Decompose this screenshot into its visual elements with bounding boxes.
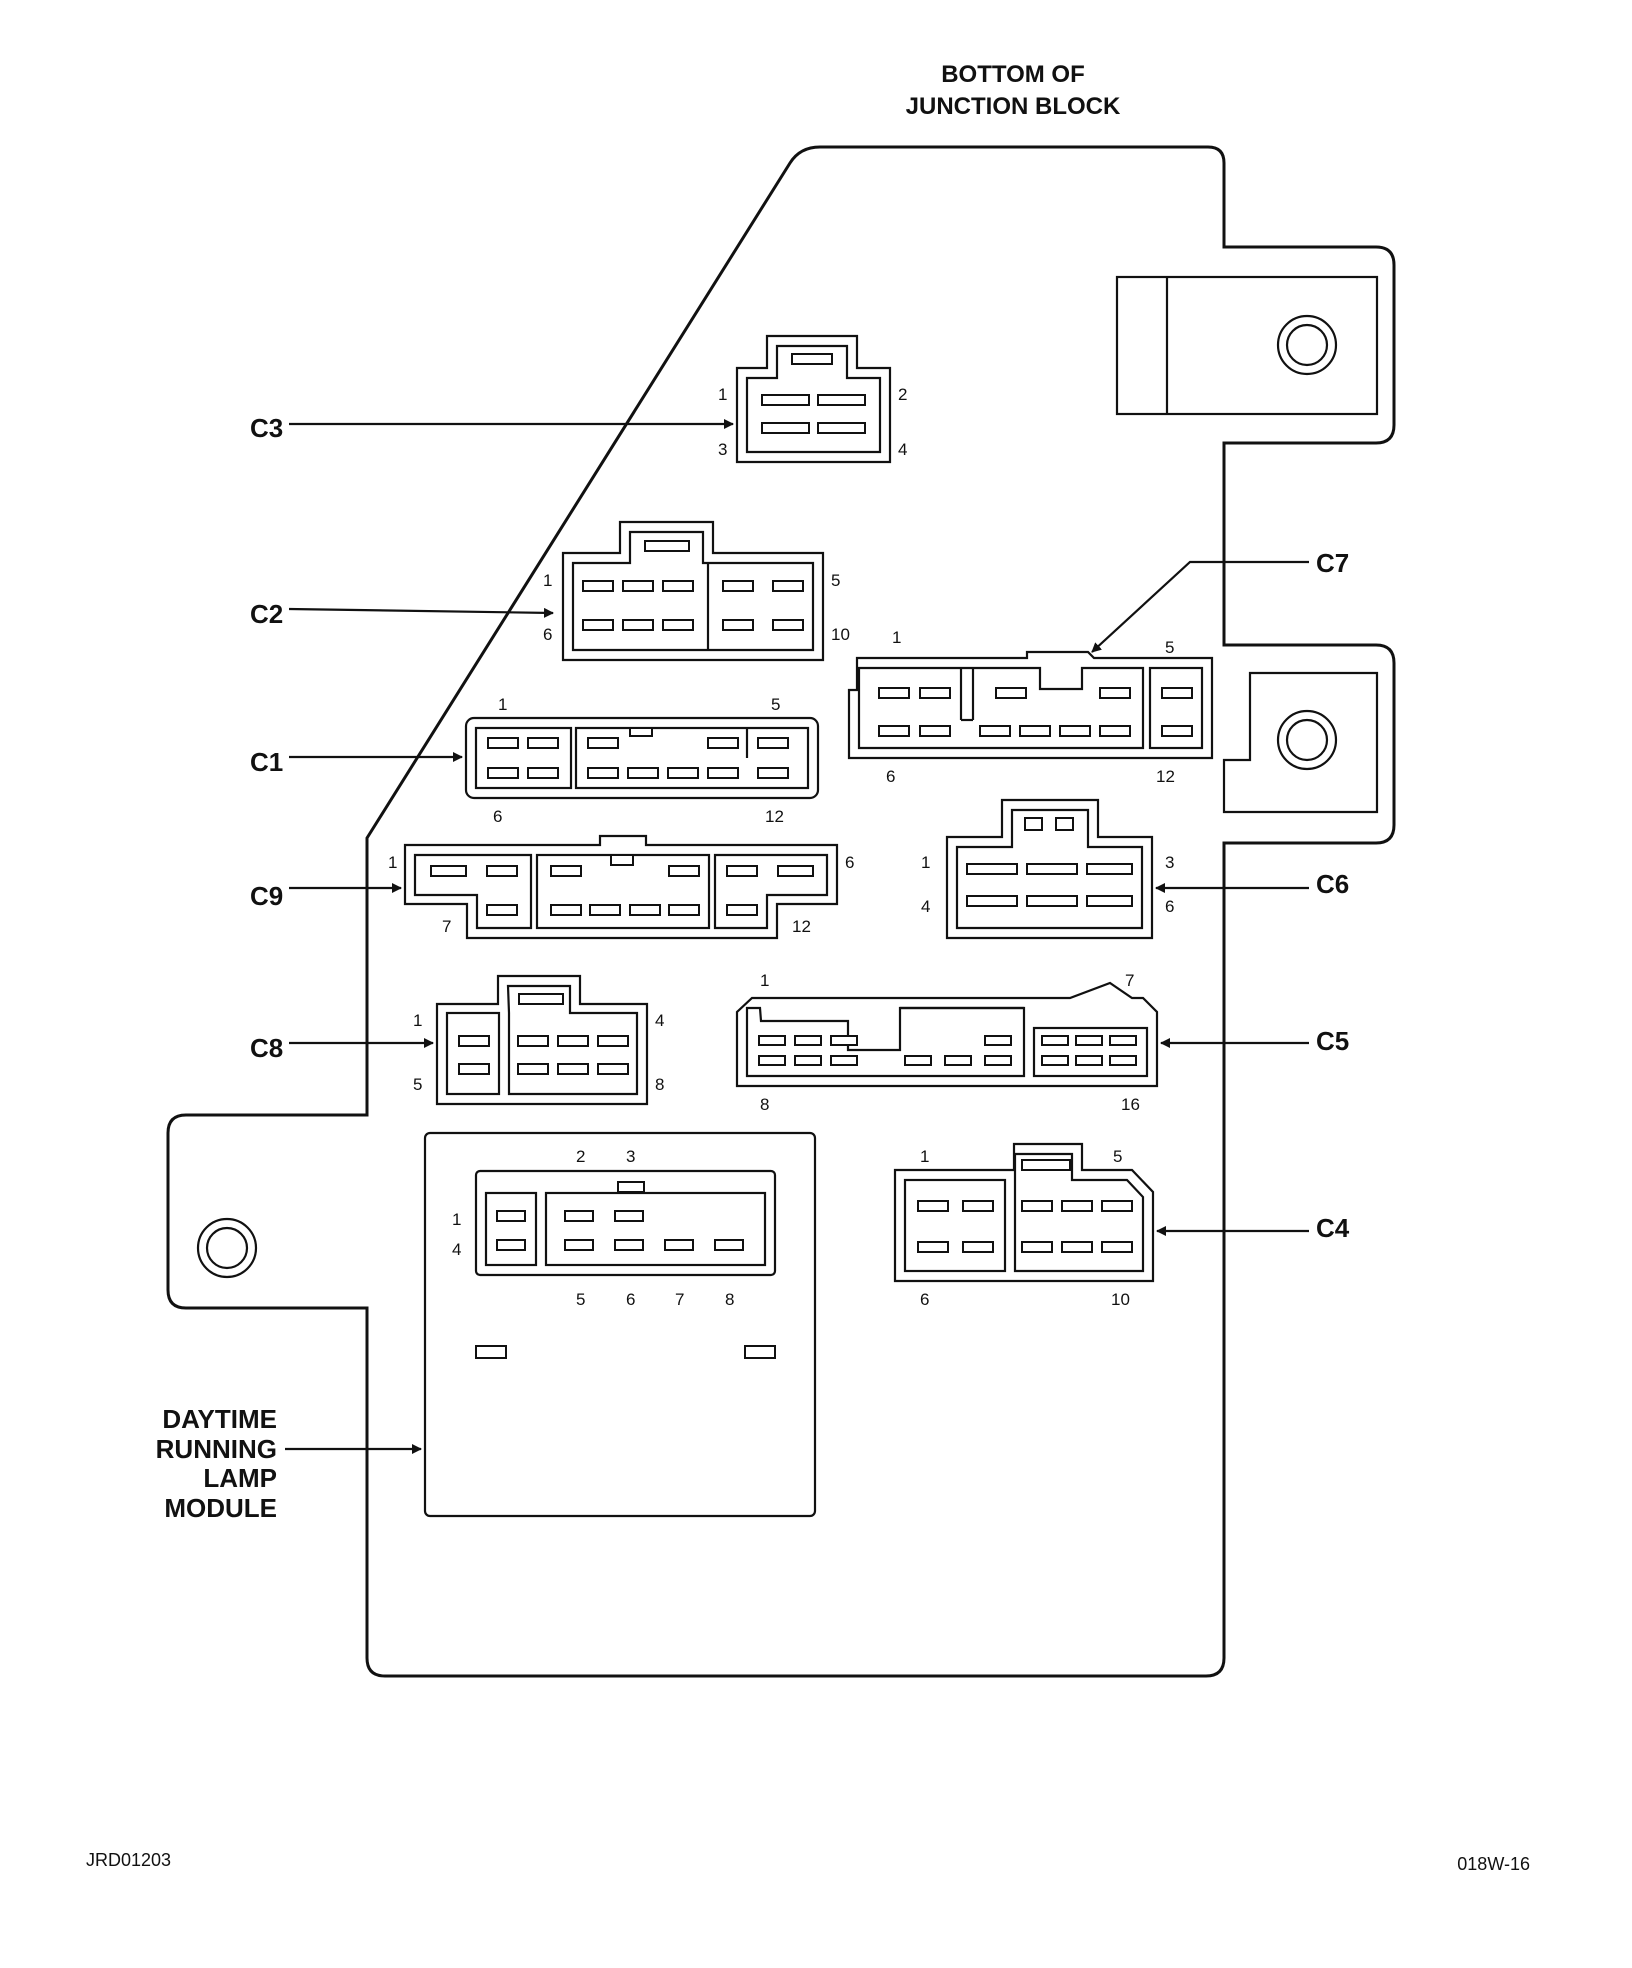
c1-pin-1: 1 xyxy=(498,695,507,714)
drl-pin-6: 6 xyxy=(626,1290,635,1309)
c5-pin-1: 1 xyxy=(760,971,769,990)
c9-pin-7: 7 xyxy=(442,917,451,936)
c4-pin-1: 1 xyxy=(920,1147,929,1166)
c7-pin-5: 5 xyxy=(1165,638,1174,657)
c7-label: C7 xyxy=(1316,548,1349,578)
title-line-2: JUNCTION BLOCK xyxy=(906,93,1121,120)
c7-pin-1: 1 xyxy=(892,628,901,647)
drl-pin-4: 4 xyxy=(452,1240,461,1259)
c6-pin-1: 1 xyxy=(921,853,930,872)
c4-label: C4 xyxy=(1316,1213,1350,1243)
c7-pin-12: 12 xyxy=(1156,767,1175,786)
c2-arrow xyxy=(288,607,554,618)
c2-pin-5: 5 xyxy=(831,571,840,590)
c6-label: C6 xyxy=(1316,869,1349,899)
c4-pin-5: 5 xyxy=(1113,1147,1122,1166)
drl-pin-8: 8 xyxy=(725,1290,734,1309)
connector-c4 xyxy=(893,1142,1155,1283)
c2-pin-6: 6 xyxy=(543,625,552,644)
c9-pin-1: 1 xyxy=(388,853,397,872)
c1-pin-6: 6 xyxy=(493,807,502,826)
drl-pin-2: 2 xyxy=(576,1147,585,1166)
c7-arrow xyxy=(1091,560,1309,653)
drl-label-line-2: RUNNING xyxy=(156,1434,277,1464)
connector-c3 xyxy=(735,334,892,464)
c3-pin-1: 1 xyxy=(718,385,727,404)
mounting-tab-upper xyxy=(1115,275,1379,416)
connector-c5 xyxy=(735,981,1159,1088)
connector-c9 xyxy=(403,834,839,940)
c9-label: C9 xyxy=(250,881,283,911)
c1-pin-5: 5 xyxy=(771,695,780,714)
c6-pin-6: 6 xyxy=(1165,897,1174,916)
c2-pin-10: 10 xyxy=(831,625,850,644)
c6-pin-3: 3 xyxy=(1165,853,1174,872)
drl-module xyxy=(423,1131,817,1518)
c8-label: C8 xyxy=(250,1033,283,1063)
c3-pin-2: 2 xyxy=(898,385,907,404)
c9-pin-6: 6 xyxy=(845,853,854,872)
c2-label: C2 xyxy=(250,599,283,629)
connector-c2 xyxy=(561,520,825,662)
title-line-1: BOTTOM OF xyxy=(941,61,1085,88)
c5-pin-16: 16 xyxy=(1121,1095,1140,1114)
c1-label: C1 xyxy=(250,747,283,777)
c8-pin-8: 8 xyxy=(655,1075,664,1094)
c4-pin-10: 10 xyxy=(1111,1290,1130,1309)
c5-pin-8: 8 xyxy=(760,1095,769,1114)
connector-c8 xyxy=(435,974,649,1106)
c3-pin-3: 3 xyxy=(718,440,727,459)
connector-c1 xyxy=(464,716,820,800)
c9-pin-12: 12 xyxy=(792,917,811,936)
c3-label: C3 xyxy=(250,413,283,443)
c7-pin-6: 6 xyxy=(886,767,895,786)
junction-block-outline xyxy=(166,145,1396,1678)
c5-label: C5 xyxy=(1316,1026,1349,1056)
drl-pin-7: 7 xyxy=(675,1290,684,1309)
footer-code-right: 018W-16 xyxy=(1457,1854,1530,1874)
connector-c7 xyxy=(847,650,1214,760)
connector-c6 xyxy=(945,798,1154,940)
c3-pin-4: 4 xyxy=(898,440,907,459)
footer-code-left: JRD01203 xyxy=(86,1850,171,1870)
drl-pin-1: 1 xyxy=(452,1210,461,1229)
drl-pin-3: 3 xyxy=(626,1147,635,1166)
c1-pin-12: 12 xyxy=(765,807,784,826)
c4-pin-6: 6 xyxy=(920,1290,929,1309)
mounting-tab-middle xyxy=(1222,671,1379,814)
drl-label-line-4: MODULE xyxy=(164,1493,277,1523)
c5-pin-7: 7 xyxy=(1125,971,1134,990)
drl-label-line-3: LAMP xyxy=(203,1463,277,1493)
c2-pin-1: 1 xyxy=(543,571,552,590)
mounting-tab-left xyxy=(196,1217,258,1279)
drl-pin-5: 5 xyxy=(576,1290,585,1309)
drl-label-line-1: DAYTIME xyxy=(162,1404,277,1434)
c8-pin-4: 4 xyxy=(655,1011,664,1030)
c8-pin-1: 1 xyxy=(413,1011,422,1030)
c6-pin-4: 4 xyxy=(921,897,930,916)
c8-pin-5: 5 xyxy=(413,1075,422,1094)
